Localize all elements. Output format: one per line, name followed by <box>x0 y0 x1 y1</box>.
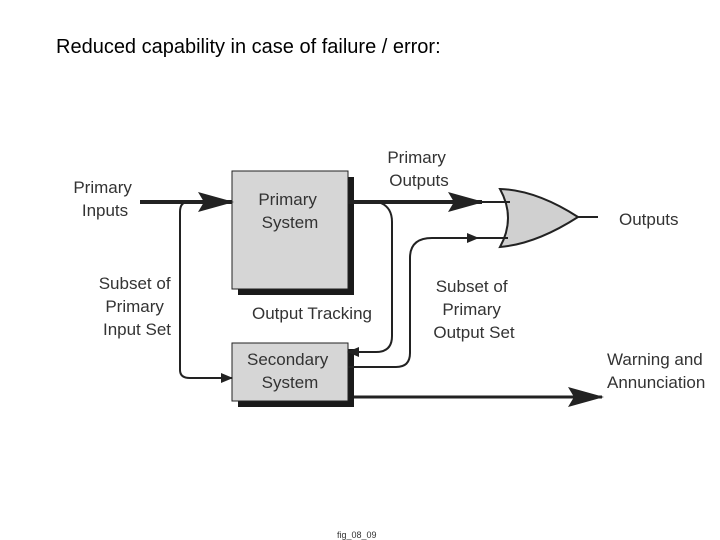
primary-system-label: Primary System <box>258 190 321 232</box>
warning-line-2: Annunciation <box>607 373 705 392</box>
outputs-label: Outputs <box>619 210 679 229</box>
output-tracking-label: Output Tracking <box>252 304 372 323</box>
secondary-system-box <box>231 342 354 407</box>
primary-inputs-line-1: Primary <box>73 178 132 197</box>
primary-system-box <box>231 170 354 295</box>
primary-outputs-line-2: Outputs <box>389 171 449 190</box>
secondary-system-line-2: System <box>262 373 319 392</box>
subset-primary-input-label: Subset of Primary Input Set <box>99 274 176 339</box>
primary-inputs-label: Primary Inputs <box>73 178 136 220</box>
subset-input-line-3: Input Set <box>103 320 171 339</box>
subset-output-line-1: Subset of <box>436 277 508 296</box>
subset-output-line-3: Output Set <box>433 323 515 342</box>
primary-system-line-1: Primary <box>258 190 317 209</box>
warning-line-1: Warning and <box>607 350 703 369</box>
primary-system-line-2: System <box>262 213 319 232</box>
slide-title: Reduced capability in case of failure / … <box>56 36 441 58</box>
primary-outputs-label: Primary Outputs <box>387 148 450 190</box>
figure-caption: fig_08_09 <box>337 530 377 540</box>
primary-outputs-line-1: Primary <box>387 148 446 167</box>
subset-input-arrow <box>179 201 233 383</box>
subset-primary-output-label: Subset of Primary Output Set <box>433 277 515 342</box>
subset-output-arrow <box>348 233 479 368</box>
subset-input-line-2: Primary <box>105 297 164 316</box>
warning-annunciation-label: Warning and Annunciation <box>607 350 708 392</box>
secondary-system-label: Secondary System <box>247 350 333 392</box>
primary-inputs-line-2: Inputs <box>82 201 128 220</box>
output-tracking-arrow <box>347 201 393 357</box>
or-gate <box>498 187 580 249</box>
secondary-system-line-1: Secondary <box>247 350 329 369</box>
subset-output-line-2: Primary <box>442 300 501 319</box>
subset-input-line-1: Subset of <box>99 274 171 293</box>
